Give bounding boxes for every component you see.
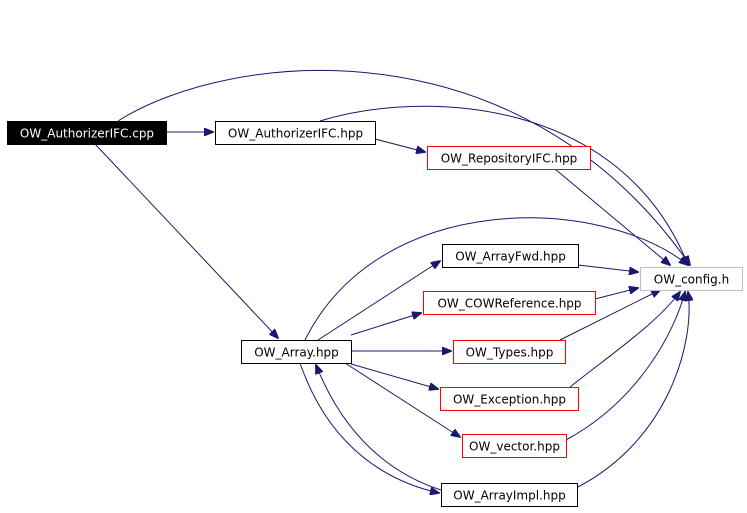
edge-exception_hpp-to-config_h [569,292,680,388]
node-label: OW_AuthorizerIFC.hpp [228,127,363,141]
node-exception-hpp[interactable]: OW_Exception.hpp [440,387,579,411]
node-vector-hpp[interactable]: OW_vector.hpp [462,434,567,458]
node-label: OW_Exception.hpp [453,393,566,407]
node-config-h[interactable]: OW_config.h [640,267,743,291]
node-label: OW_ArrayFwd.hpp [455,250,566,264]
node-authorizerifc-cpp[interactable]: OW_AuthorizerIFC.cpp [7,121,167,145]
node-box [7,121,167,145]
edge-types_hpp-to-config_h [559,290,660,341]
node-cowreference-hpp[interactable]: OW_COWReference.hpp [423,291,596,315]
edge-array_hpp-to-config_h [304,217,688,341]
node-box [427,146,591,170]
edge-array_hpp-to-arrayimpl_hpp [299,362,439,493]
node-box [423,291,596,315]
edge-array_hpp-to-arrayfwd_hpp [317,261,440,341]
edge-array_hpp-to-exception_hpp [350,363,438,389]
node-label: OW_ArrayImpl.hpp [453,489,565,503]
node-box [442,244,579,268]
edge-authorizerifc_hpp-to-repositoryifc_hpp [374,138,425,152]
node-array-hpp[interactable]: OW_Array.hpp [241,340,352,364]
node-box [441,483,578,507]
edges [94,69,690,493]
node-arrayimpl-hpp[interactable]: OW_ArrayImpl.hpp [441,483,578,507]
node-label: OW_Array.hpp [254,346,339,360]
node-box [440,387,579,411]
node-label: OW_vector.hpp [469,440,560,454]
edge-array_hpp-to-vector_hpp [344,362,460,437]
node-label: OW_config.h [654,273,729,287]
nodes: OW_AuthorizerIFC.cpp OW_AuthorizerIFC.hpp… [7,121,743,507]
node-label: OW_COWReference.hpp [437,297,581,311]
edge-arrayfwd_hpp-to-config_h [577,264,638,272]
node-box [453,340,566,364]
edge-cowreference_hpp-to-config_h [594,288,638,300]
node-label: OW_Types.hpp [466,346,554,360]
node-arrayfwd-hpp[interactable]: OW_ArrayFwd.hpp [442,244,579,268]
edge-authorizerifc_cpp-to-array_hpp [94,143,278,338]
node-box [462,434,567,458]
node-types-hpp[interactable]: OW_Types.hpp [453,340,566,364]
node-label: OW_AuthorizerIFC.cpp [20,127,154,141]
edge-arrayimpl_hpp-to-config_h [575,292,689,489]
node-box [215,121,376,145]
node-repositoryifc-hpp[interactable]: OW_RepositoryIFC.hpp [427,146,591,170]
edge-authorizerifc_cpp-to-config_h [117,69,690,265]
node-authorizerifc-hpp[interactable]: OW_AuthorizerIFC.hpp [215,121,376,145]
edge-authorizerifc_hpp-to-config_h [319,105,688,265]
edge-vector_hpp-to-config_h [565,292,685,441]
edge-array_hpp-to-cowreference_hpp [350,313,421,336]
node-box [241,340,352,364]
node-box [640,267,743,291]
node-label: OW_RepositoryIFC.hpp [441,152,578,166]
edge-repositoryifc_hpp-to-config_h [554,168,670,265]
edge-arrayimpl_hpp-to-array_hpp [316,365,442,491]
